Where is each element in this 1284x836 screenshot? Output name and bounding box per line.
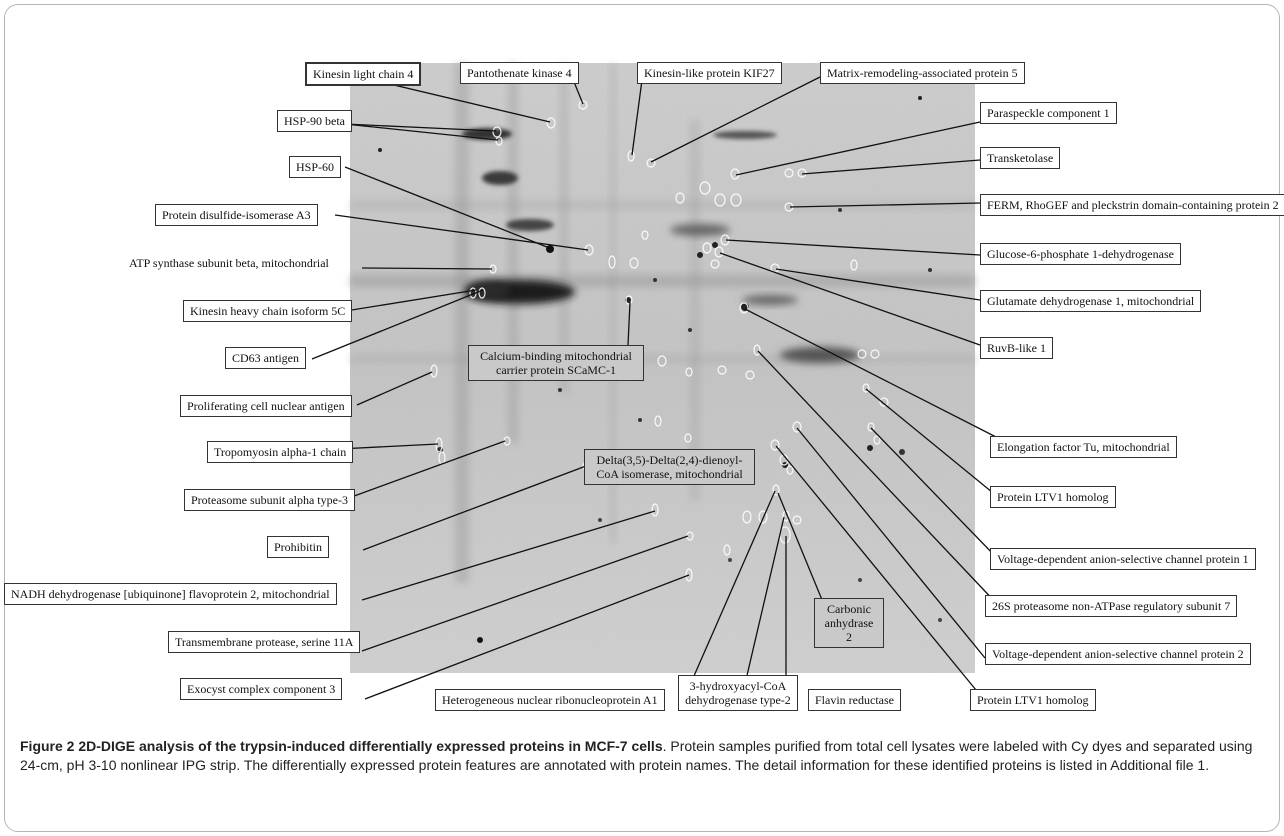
label-protein-ltv1-right: Protein LTV1 homolog <box>990 486 1116 508</box>
label-kinesin-light-chain-4: Kinesin light chain 4 <box>305 62 422 86</box>
leader-lines <box>311 76 999 702</box>
gel-image <box>350 63 975 673</box>
label-hydroxyacyl-coa: 3-hydroxyacyl-CoA dehydrogenase type-2 <box>678 675 798 711</box>
label-nadh-dehydrogenase: NADH dehydrogenase [ubiquinone] flavopro… <box>4 583 337 605</box>
label-hsp60: HSP-60 <box>289 156 342 178</box>
label-vdac1: Voltage-dependent anion-selective channe… <box>990 548 1256 570</box>
label-kinesin-like-protein-kif27: Kinesin-like protein KIF27 <box>637 62 782 84</box>
label-paraspeckle-component-1: Paraspeckle component 1 <box>980 102 1117 124</box>
label-matrix-remodeling-protein-5: Matrix-remodeling-associated protein 5 <box>820 62 1025 84</box>
label-pantothenate-kinase-4: Pantothenate kinase 4 <box>460 62 579 84</box>
label-hsp90-beta: HSP-90 beta <box>277 110 352 132</box>
label-ruvb-like-1: RuvB-like 1 <box>980 337 1053 359</box>
label-transmembrane-protease: Transmembrane protease, serine 11A <box>168 631 361 653</box>
label-prohibitin: Prohibitin <box>267 536 330 558</box>
label-transketolase: Transketolase <box>980 147 1061 169</box>
label-exocyst-complex: Exocyst complex component 3 <box>180 678 343 700</box>
label-ferm-rhogef: FERM, RhoGEF and pleckstrin domain-conta… <box>980 194 1284 216</box>
label-g6pd: Glucose-6-phosphate 1-dehydrogenase <box>980 243 1181 265</box>
label-proteasome-alpha-3: Proteasome subunit alpha type-3 <box>184 489 355 511</box>
label-protein-disulfide-isomerase-a3: Protein disulfide-isomerase A3 <box>155 204 318 226</box>
label-26s-proteasome-subunit-7: 26S proteasome non-ATPase regulatory sub… <box>985 595 1238 617</box>
label-elongation-factor-tu: Elongation factor Tu, mitochondrial <box>990 436 1177 458</box>
label-dienoyl-coa-isomerase: Delta(3,5)-Delta(2,4)-dienoyl-CoA isomer… <box>584 449 755 485</box>
caption-text: . Protein samples purified from total ce… <box>20 738 1253 773</box>
label-glutamate-dehydrogenase-1: Glutamate dehydrogenase 1, mitochondrial <box>980 290 1202 312</box>
label-tropomyosin-alpha-1: Tropomyosin alpha-1 chain <box>207 441 354 463</box>
label-pcna: Proliferating cell nuclear antigen <box>180 395 352 417</box>
label-flavin-reductase: Flavin reductase <box>808 689 901 711</box>
label-vdac2: Voltage-dependent anion-selective channe… <box>985 643 1251 665</box>
caption-title: Figure 2 2D-DIGE analysis of the trypsin… <box>20 738 663 754</box>
figure-caption: Figure 2 2D-DIGE analysis of the trypsin… <box>20 737 1270 775</box>
label-cd63-antigen: CD63 antigen <box>225 347 306 369</box>
label-hnrnp-a1: Heterogeneous nuclear ribonucleoprotein … <box>435 689 665 711</box>
label-protein-ltv1-bottom: Protein LTV1 homolog <box>970 689 1096 711</box>
label-scamc1: Calcium-binding mitochondrial carrier pr… <box>468 345 644 381</box>
label-carbonic-anhydrase-2: Carbonic anhydrase 2 <box>814 598 884 648</box>
label-kinesin-heavy-chain-5c: Kinesin heavy chain isoform 5C <box>183 300 353 322</box>
label-atp-synthase-beta: ATP synthase subunit beta, mitochondrial <box>123 253 335 273</box>
